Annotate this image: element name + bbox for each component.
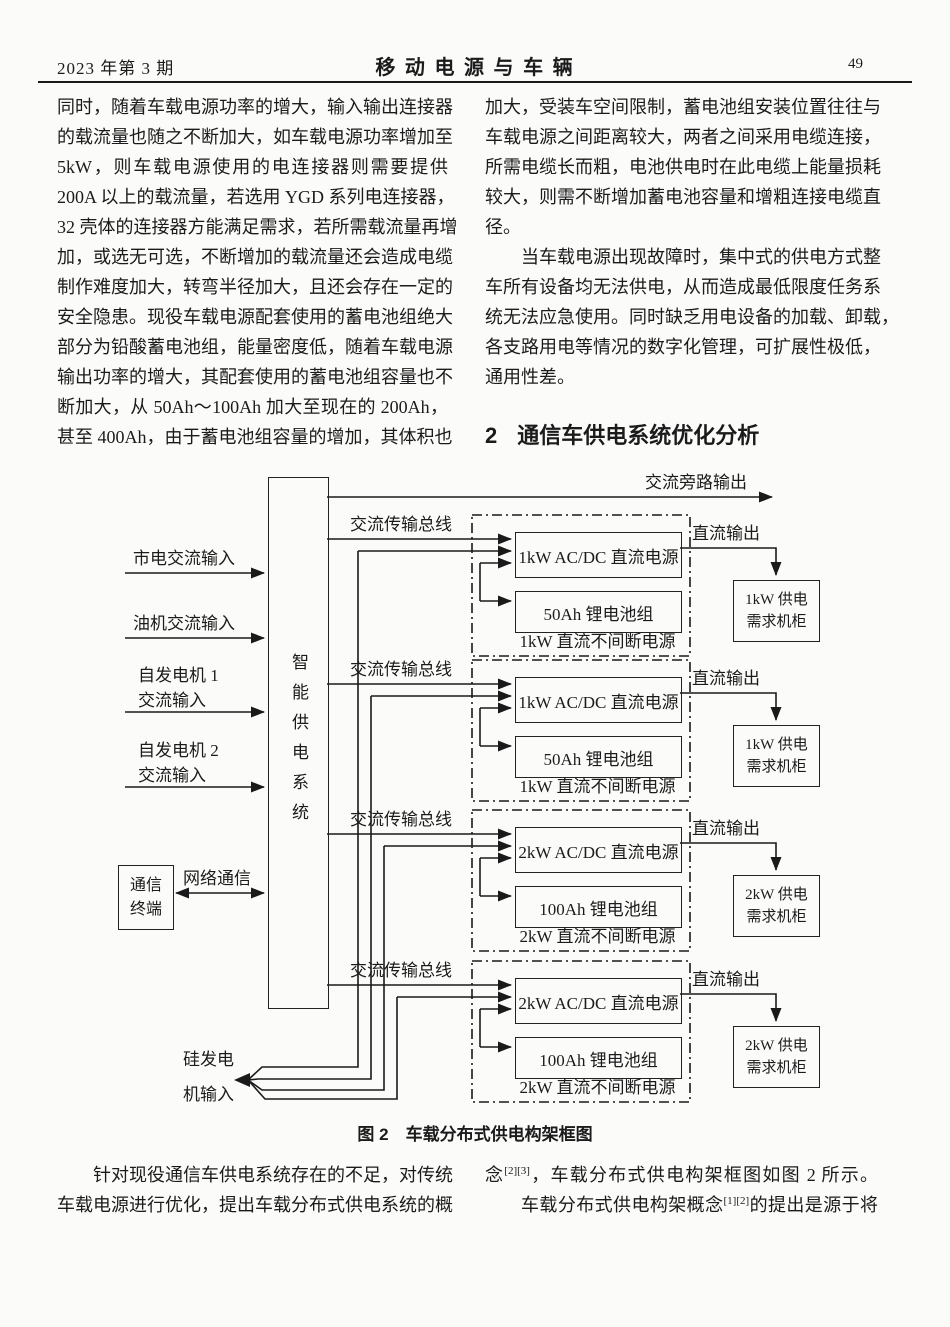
text-line: 的载流量也随之不断加大，如车载电源功率增加至 bbox=[57, 127, 453, 147]
text-line: 同时，随着车载电源功率的增大，输入输出连接器 bbox=[57, 97, 453, 117]
text-line: 部分为铅酸蓄电池组，能量密度低，随着车载电源 bbox=[57, 337, 453, 357]
text-line: 5kW，则车载电源使用的电连接器则需要提供 bbox=[57, 157, 448, 177]
text-line: 针对现役通信车供电系统存在的不足，对传统 bbox=[93, 1165, 453, 1185]
citation-superscript: [2][3] bbox=[504, 1165, 530, 1177]
section-heading: 2 通信车供电系统优化分析 bbox=[485, 418, 885, 450]
smart-power-system-label: 智能供电系统 bbox=[289, 653, 308, 833]
battery-box-4: 100Ah 锂电池组 bbox=[515, 1037, 682, 1079]
comm-terminal-line1: 通信 bbox=[129, 876, 162, 894]
text-line: 断加大，从 50Ah～100Ah 加大至现在的 200Ah， bbox=[57, 397, 448, 417]
ups-label-3: 2kW 直流不间断电源 bbox=[519, 927, 676, 946]
text-line: 所需电缆长而粗，电池供电时在此电缆上能量损耗 bbox=[485, 157, 881, 177]
battery-box-1: 50Ah 锂电池组 bbox=[515, 591, 682, 633]
text-line: 输出功率的增大，其配套使用的蓄电池组容量也不 bbox=[57, 367, 453, 387]
cabinet-line2: 需求机柜 bbox=[746, 614, 807, 630]
text-line: 车载电源之间距离较大，两者之间采用电缆连接， bbox=[485, 127, 881, 147]
ac-bus-label-4: 交流传输总线 bbox=[350, 961, 452, 980]
ac-bypass-output-label: 交流旁路输出 bbox=[645, 473, 747, 492]
cabinet-box-3: 2kW 供电 需求机柜 bbox=[733, 875, 820, 937]
section-number: 2 bbox=[485, 423, 498, 448]
text-line: 车载电源进行优化，提出车载分布式供电系统的概 bbox=[57, 1195, 453, 1215]
text-line: 甚至 400Ah，由于蓄电池组容量的增加，其体积也 bbox=[57, 427, 453, 447]
text-line: 念[2][3]，车载分布式供电构架框图如图 2 所示。 bbox=[485, 1165, 879, 1185]
figure-caption: 图 2 车载分布式供电构架框图 bbox=[357, 1125, 593, 1144]
cabinet-line2: 需求机柜 bbox=[746, 909, 807, 925]
ac-bus-label-3: 交流传输总线 bbox=[350, 810, 452, 829]
text-line: 较大，则需不断增加蓄电池容量和增粗连接电缆直 bbox=[485, 187, 881, 207]
dc-output-label-1: 直流输出 bbox=[692, 524, 760, 543]
text-line: 统无法应急使用。同时缺乏用电设备的加载、卸载， bbox=[485, 307, 899, 327]
cabinet-line2: 需求机柜 bbox=[746, 759, 807, 775]
cabinet-box-4: 2kW 供电 需求机柜 bbox=[733, 1026, 820, 1088]
right-column: 加大，受装车空间限制，蓄电池组安装位置往往与 车载电源之间距离较大，两者之间采用… bbox=[485, 92, 899, 392]
silicon-generator-label-1: 硅发电 bbox=[183, 1050, 234, 1069]
battery-box-2: 50Ah 锂电池组 bbox=[515, 736, 682, 778]
battery-box-3: 100Ah 锂电池组 bbox=[515, 886, 682, 928]
citation-superscript: [1][2] bbox=[723, 1195, 750, 1207]
text-line: 制作难度加大，转弯半径加大，且还会存在一定的 bbox=[57, 277, 453, 297]
generator2-ac-label: 交流输入 bbox=[138, 766, 206, 785]
generator1-label: 自发电机 1 bbox=[138, 666, 219, 685]
journal-title: 移 动 电 源 与 车 辆 bbox=[375, 57, 575, 79]
header-rule bbox=[38, 81, 912, 83]
mains-ac-input-label: 市电交流输入 bbox=[133, 549, 235, 568]
section-title: 通信车供电系统优化分析 bbox=[517, 423, 760, 448]
network-comm-label: 网络通信 bbox=[183, 869, 251, 888]
diesel-ac-input-label: 油机交流输入 bbox=[133, 614, 235, 633]
silicon-generator-label-2: 机输入 bbox=[183, 1085, 234, 1104]
text-line: 当车载电源出现故障时，集中式的供电方式整 bbox=[521, 247, 881, 267]
generator2-label: 自发电机 2 bbox=[138, 741, 219, 760]
cabinet-line1: 2kW 供电 bbox=[745, 1038, 808, 1054]
cabinet-box-1: 1kW 供电 需求机柜 bbox=[733, 580, 820, 642]
text-line: 加，或选无可选，不断增加的载流量还会造成电缆 bbox=[57, 247, 453, 267]
ac-bus-label-2: 交流传输总线 bbox=[350, 660, 452, 679]
cabinet-line1: 1kW 供电 bbox=[745, 592, 808, 608]
acdc-box-1: 1kW AC/DC 直流电源 bbox=[515, 532, 682, 578]
page-number: 49 bbox=[848, 56, 863, 72]
text-line: 径。 bbox=[485, 217, 521, 237]
bottom-left-column: 针对现役通信车供电系统存在的不足，对传统 车载电源进行优化，提出车载分布式供电系… bbox=[57, 1160, 453, 1220]
text-line: 车载分布式供电构架概念[1][2]的提出是源于将 bbox=[521, 1195, 879, 1215]
figure-2-diagram: 智能供电系统 市电交流输入 油机交流输入 自发电机 1 交流输入 自发电机 2 … bbox=[0, 465, 950, 1155]
diagram-lines bbox=[125, 491, 782, 1103]
ups-label-4: 2kW 直流不间断电源 bbox=[519, 1078, 676, 1097]
text-line: 各支路用电等情况的数字化管理，可扩展性极低， bbox=[485, 337, 881, 357]
cabinet-box-2: 1kW 供电 需求机柜 bbox=[733, 725, 820, 787]
dc-output-label-2: 直流输出 bbox=[692, 669, 760, 688]
text-line: 通用性差。 bbox=[485, 367, 575, 387]
comm-terminal-box: 通信 终端 bbox=[118, 865, 174, 930]
cabinet-line2: 需求机柜 bbox=[746, 1060, 807, 1076]
text-line: 车所有设备均无法供电，从而造成最低限度任务系 bbox=[485, 277, 881, 297]
comm-terminal-line2: 终端 bbox=[129, 900, 162, 918]
acdc-box-2: 1kW AC/DC 直流电源 bbox=[515, 677, 682, 723]
text-line: 32 壳体的连接器方能满足需求，若所需载流量再增 bbox=[57, 217, 458, 237]
bottom-right-column: 念[2][3]，车载分布式供电构架框图如图 2 所示。 车载分布式供电构架概念[… bbox=[485, 1160, 878, 1220]
generator1-ac-label: 交流输入 bbox=[138, 691, 206, 710]
generator-arrowhead bbox=[234, 1073, 250, 1087]
dc-output-label-3: 直流输出 bbox=[692, 819, 760, 838]
smart-power-system-box: 智能供电系统 bbox=[268, 477, 329, 1009]
issue-label: 2023 年第 3 期 bbox=[57, 59, 175, 78]
text-line: 加大，受装车空间限制，蓄电池组安装位置往往与 bbox=[485, 97, 881, 117]
text-line: 200A 以上的载流量，若选用 YGD 系列电连接器， bbox=[57, 187, 455, 207]
acdc-box-4: 2kW AC/DC 直流电源 bbox=[515, 978, 682, 1024]
ac-bus-label-1: 交流传输总线 bbox=[350, 515, 452, 534]
cabinet-line1: 2kW 供电 bbox=[745, 887, 808, 903]
left-column: 同时，随着车载电源功率的增大，输入输出连接器 的载流量也随之不断加大，如车载电源… bbox=[57, 92, 458, 452]
ups-label-1: 1kW 直流不间断电源 bbox=[519, 632, 676, 651]
ups-label-2: 1kW 直流不间断电源 bbox=[519, 777, 676, 796]
acdc-box-3: 2kW AC/DC 直流电源 bbox=[515, 827, 682, 873]
text-line: 安全隐患。现役车载电源配套使用的蓄电池组绝大 bbox=[57, 307, 453, 327]
cabinet-line1: 1kW 供电 bbox=[745, 737, 808, 753]
dc-output-label-4: 直流输出 bbox=[692, 970, 760, 989]
